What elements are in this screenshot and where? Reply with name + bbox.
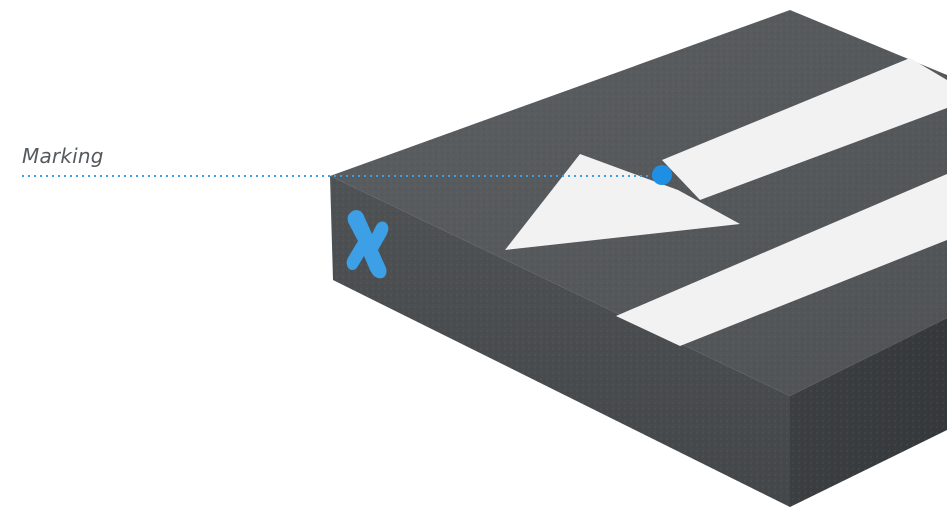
lane-line-lower	[616, 174, 947, 346]
lane-line-upper	[662, 58, 947, 200]
callout-anchor-dot	[652, 165, 672, 185]
arrow-marking	[505, 154, 740, 250]
x-icon	[346, 210, 389, 279]
callout-label-marking: Marking	[22, 144, 104, 168]
